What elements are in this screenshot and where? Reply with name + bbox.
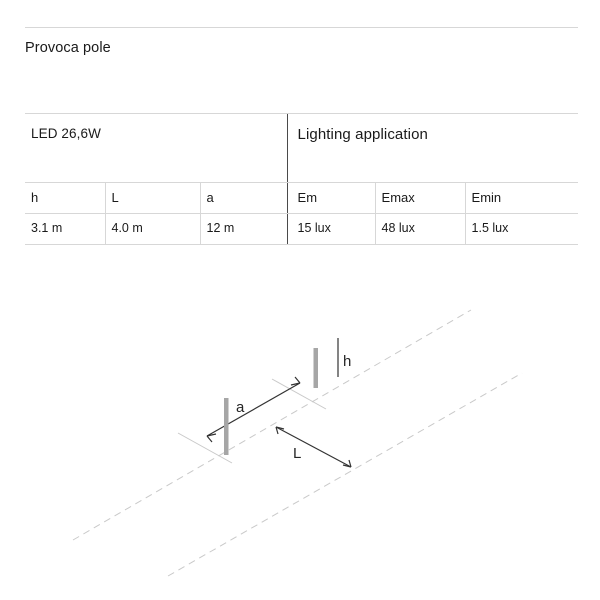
header-divider [25,27,578,28]
column-header-em: Em [286,182,376,214]
cell-h-value: 3.1 m [31,221,63,235]
installation-diagram: a L h [0,270,600,600]
pole-right [313,348,318,388]
extension-line-a-left [177,432,233,464]
page-title: Provoca pole [25,40,111,56]
column-header-h-label: h [31,190,39,205]
dimension-line-l [275,426,352,468]
cell-a-value: 12 m [206,221,235,235]
road-edge-upper-line [72,309,472,541]
table-column-header-row: h L a Em Emax Emin [25,182,579,214]
group-header-lighting: Lighting application [286,113,579,183]
cell-emin-value: 1.5 lux [471,221,509,235]
column-header-a-label: a [206,190,214,205]
column-header-emin: Emin [464,182,579,214]
column-header-emax: Emax [374,182,466,214]
pole-left [224,398,229,455]
cell-l: 4.0 m [104,213,200,245]
column-header-l-label: L [111,190,119,205]
road-edge-lower-line [167,372,523,577]
cell-emax-value: 48 lux [381,221,415,235]
column-header-h: h [25,182,105,214]
extension-line-a-right [271,378,327,410]
dimension-arrow-a-right [290,376,301,386]
dimension-label-a: a [236,399,245,416]
dimension-label-h: h [343,353,351,370]
column-header-emax-label: Emax [381,190,415,205]
column-header-em-label: Em [297,190,318,205]
dimension-arrow-l-bottom [342,459,352,468]
group-header-led: LED 26,6W [25,113,288,183]
column-header-l: L [104,182,200,214]
cell-h: 3.1 m [25,213,105,245]
group-header-lighting-label: Lighting application [297,126,428,143]
table-row: 3.1 m 4.0 m 12 m 15 lux 48 lux 1.5 lux [25,213,579,245]
column-header-emin-label: Emin [471,190,502,205]
specification-table: LED 26,6W Lighting application h L a Em [25,113,579,245]
cell-a: 12 m [199,213,288,245]
dimension-arrow-a-left [206,433,217,443]
dimension-line-a [206,382,301,437]
dimension-arrow-l-top [275,426,285,435]
cell-em: 15 lux [286,213,376,245]
cell-em-value: 15 lux [297,221,331,235]
cell-emin: 1.5 lux [464,213,579,245]
table-group-header-row: LED 26,6W Lighting application [25,113,579,183]
group-header-led-label: LED 26,6W [31,126,101,141]
dimension-label-l: L [293,445,301,462]
cell-l-value: 4.0 m [111,221,143,235]
cell-emax: 48 lux [374,213,466,245]
column-header-a: a [199,182,288,214]
